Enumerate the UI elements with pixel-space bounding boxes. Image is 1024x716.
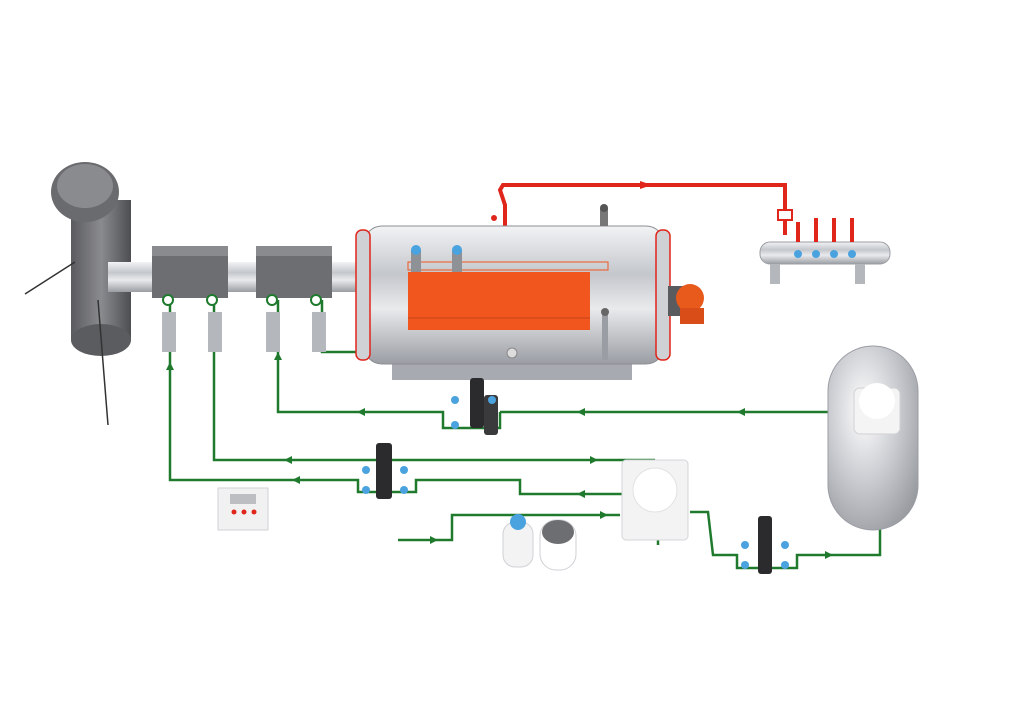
economizer-1 <box>152 246 228 352</box>
burner <box>668 284 704 324</box>
flow-arrow <box>292 476 300 484</box>
brine-tank-lid <box>542 520 574 544</box>
flow-arrow <box>825 551 833 559</box>
flow-arrow <box>577 408 585 416</box>
softener-valve-head <box>510 514 526 530</box>
steam-valve <box>777 209 793 221</box>
economizer-port <box>266 294 278 306</box>
pump-valve <box>362 466 370 474</box>
flow-arrow <box>737 408 745 416</box>
cabinet-indicator <box>241 509 247 515</box>
water-level-gauge <box>452 250 462 272</box>
pump-valve <box>781 561 789 569</box>
water-level-gauge <box>411 250 421 272</box>
water-line-feed-main <box>168 300 625 496</box>
water-line-economizer-1 <box>212 300 655 462</box>
pump <box>484 395 498 435</box>
chimney-cap-top <box>57 164 113 208</box>
steam-header <box>759 218 891 284</box>
drain-valve <box>506 347 518 359</box>
control-cabinet <box>217 487 269 531</box>
header-body <box>759 241 891 265</box>
pump-valve <box>400 486 408 494</box>
header-leg <box>770 264 780 284</box>
pump-valve <box>741 561 749 569</box>
pump-valve <box>451 421 459 429</box>
economizer-2 <box>256 246 332 352</box>
tank-hatch-cover <box>859 383 895 419</box>
steam-piping <box>497 181 793 265</box>
feedwater-tank <box>621 459 689 541</box>
economizer-leg <box>208 312 222 352</box>
pump <box>758 516 772 574</box>
header-valve <box>830 250 838 258</box>
pump-group-1 <box>451 378 498 435</box>
pump-valve <box>362 486 370 494</box>
economizer-leg <box>266 312 280 352</box>
pump <box>470 378 484 428</box>
pump-valve <box>451 396 459 404</box>
guy-wire <box>24 261 76 295</box>
pump <box>376 443 392 499</box>
economizer-leg <box>162 312 176 352</box>
pump-valve <box>488 396 496 404</box>
water-line-softener <box>398 513 620 542</box>
burner-fan-housing <box>676 284 704 312</box>
hot-water-tank <box>827 345 919 531</box>
flow-arrow <box>577 490 585 498</box>
gauge-valve <box>411 245 421 255</box>
header-valve <box>848 250 856 258</box>
flow-arrow <box>274 352 282 360</box>
pump-valve <box>400 466 408 474</box>
steam-outlet <box>491 215 497 221</box>
economizer-top <box>152 246 228 256</box>
boiler-orange-panel <box>408 272 590 330</box>
steam-line-main <box>497 183 787 265</box>
header-leg <box>855 264 865 284</box>
tank-body <box>827 345 919 531</box>
flow-arrow <box>284 456 292 464</box>
gauge-valve <box>452 245 462 255</box>
safety-valve <box>600 208 608 226</box>
flow-arrow <box>357 408 365 416</box>
pump-group-3 <box>741 516 789 574</box>
economizer-port <box>206 294 218 306</box>
instrument-head <box>601 308 609 316</box>
water-softener <box>502 514 577 571</box>
instrument-probe <box>602 310 608 360</box>
water-line-to-hot-tank <box>690 435 882 570</box>
boiler-rear-door <box>655 229 671 361</box>
pump-valve <box>741 541 749 549</box>
economizer-port <box>162 294 174 306</box>
flow-arrow <box>430 536 438 544</box>
steam-flow-arrow <box>640 181 652 189</box>
flow-arrow <box>166 362 174 370</box>
safety-valve-top <box>600 204 608 212</box>
boiler <box>355 204 671 380</box>
water-line-to-economizer-2 <box>276 300 502 430</box>
cabinet-indicator <box>231 509 237 515</box>
boiler-base <box>392 360 632 380</box>
economizer-leg <box>312 312 326 352</box>
pump-group-2 <box>362 443 408 499</box>
flow-arrow <box>600 511 608 519</box>
pump-valve <box>781 541 789 549</box>
economizer-top <box>256 246 332 256</box>
cabinet-indicator <box>251 509 257 515</box>
burner-body <box>680 308 704 324</box>
economizer-port <box>310 294 322 306</box>
panel-outline <box>407 261 609 271</box>
feedwater-lid <box>632 467 678 513</box>
boiler-front-door <box>355 229 371 361</box>
cabinet-display <box>230 494 256 504</box>
header-valve <box>794 250 802 258</box>
guy-wire <box>97 299 109 426</box>
flow-arrow <box>590 456 598 464</box>
chimney <box>24 162 131 426</box>
header-valve <box>812 250 820 258</box>
